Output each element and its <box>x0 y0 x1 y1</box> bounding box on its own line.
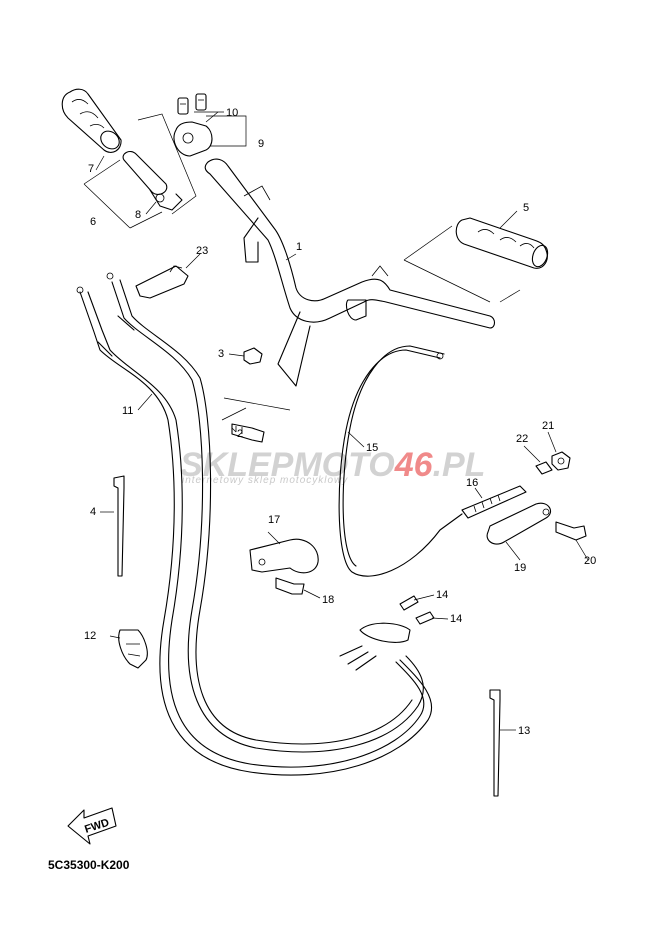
part-17-clamp <box>249 538 319 574</box>
callouts: 1 2 3 4 5 6 7 8 9 10 11 12 13 14 14 15 1… <box>84 107 596 737</box>
callout-5: 5 <box>523 202 529 214</box>
part-throttle-grip <box>122 151 183 211</box>
part-20-bolt <box>555 521 587 541</box>
callout-19: 19 <box>514 562 526 574</box>
part-2-bolt <box>231 423 265 443</box>
callout-22: 22 <box>516 433 528 445</box>
part-handlebar <box>204 158 496 387</box>
part-throttle-housing <box>173 93 213 157</box>
callout-17: 17 <box>268 514 280 526</box>
callout-23: 23 <box>196 245 208 257</box>
part-13-cable-tie <box>489 689 501 797</box>
callout-3: 3 <box>218 348 224 360</box>
svg-text:SKLEPMOTO46.PL: SKLEPMOTO46.PL <box>180 446 485 484</box>
callout-6: 6 <box>90 216 96 228</box>
part-18-bolt <box>275 577 305 595</box>
callout-16: 16 <box>466 477 478 489</box>
callout-20: 20 <box>584 555 596 567</box>
callout-15: 15 <box>366 442 378 454</box>
callout-4: 4 <box>90 506 96 518</box>
callout-14a: 14 <box>436 589 448 601</box>
part-14-junction <box>339 595 435 671</box>
part-21-nut <box>551 451 571 471</box>
leader-lines <box>95 111 589 731</box>
watermark-text-c: 46 <box>394 446 434 484</box>
callout-8: 8 <box>135 209 141 221</box>
callout-2: 2 <box>237 428 243 440</box>
bracket-6 <box>83 159 163 229</box>
part-left-grip <box>61 88 122 153</box>
throttle-cables <box>76 272 433 776</box>
watermark-text-d: .PL <box>433 446 486 484</box>
callout-11: 11 <box>122 405 133 417</box>
callout-9: 9 <box>258 138 264 150</box>
callout-7: 7 <box>88 163 94 175</box>
part-19-bracket <box>486 502 551 545</box>
part-4-cable-tie <box>113 475 125 577</box>
watermark-subtitle: internetowy sklep motocyklowy <box>182 475 348 486</box>
callout-10: 10 <box>226 107 238 119</box>
diagram-code: 5C35300-K200 <box>48 858 130 872</box>
watermark-text-a: SKLEP <box>180 446 294 484</box>
callout-21: 21 <box>542 420 554 432</box>
watermark: SKLEPMOTO46.PL internetowy sklep motocyk… <box>180 446 485 486</box>
callout-18: 18 <box>322 594 334 606</box>
callout-14b: 14 <box>450 613 462 625</box>
part-23-bracket <box>135 265 189 299</box>
part-15-brake-cable <box>338 345 463 577</box>
part-right-grip <box>455 217 549 269</box>
part-22-collar <box>535 461 553 475</box>
part-12-clip <box>118 629 148 669</box>
callout-13: 13 <box>518 725 530 737</box>
part-16-adjuster <box>461 485 527 519</box>
callout-12: 12 <box>84 630 96 642</box>
callout-1: 1 <box>296 241 302 253</box>
part-3-nut <box>243 347 263 365</box>
fwd-arrow-icon: FWD <box>67 807 117 845</box>
